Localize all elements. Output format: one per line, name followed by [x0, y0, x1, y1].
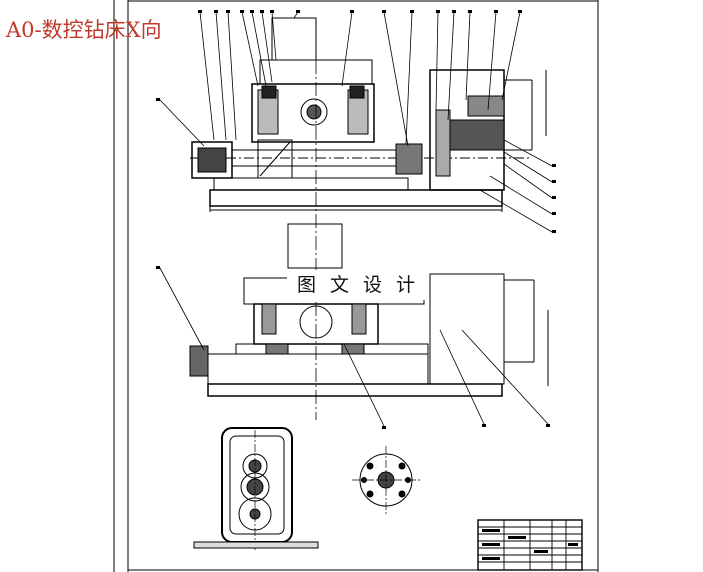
gearbox-view [193, 427, 319, 550]
watermark-label: 图 文 设 计 [287, 270, 429, 300]
leader-tags-front [156, 266, 550, 429]
front-view [189, 223, 549, 397]
top-section-view [190, 17, 547, 212]
flange-view [352, 446, 420, 514]
leader-lines-top [159, 11, 553, 233]
leader-lines-front [159, 267, 549, 427]
drawing-title: A0-数控钻床X向 [6, 18, 162, 42]
leader-tags-top [156, 10, 556, 233]
title-block [477, 519, 583, 571]
sheet-border [113, 0, 599, 572]
